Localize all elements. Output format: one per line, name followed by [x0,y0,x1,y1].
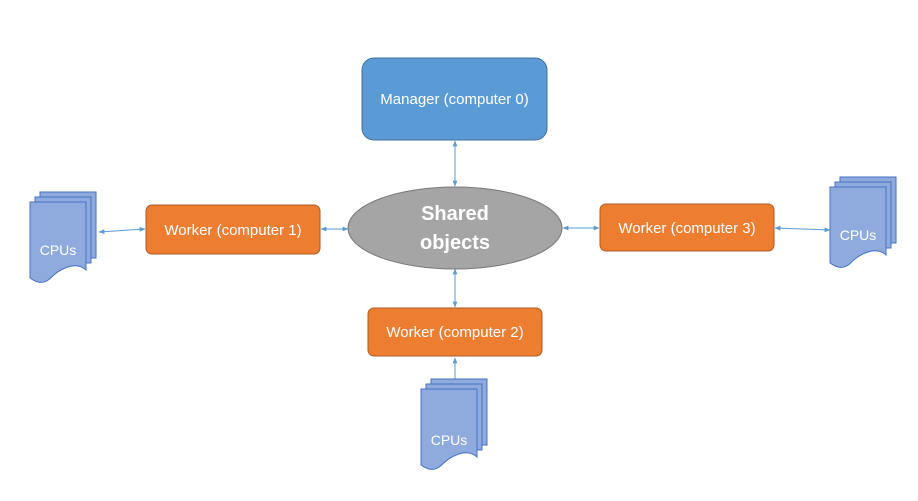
worker-2-node: Worker (computer 2) [367,307,543,357]
cpus-bottom-stack: CPUs [420,378,488,470]
cpu-page-front [420,388,478,470]
worker-2-label: Worker (computer 2) [386,324,523,341]
worker-1-box [145,204,321,255]
shared-objects-label-line2: objects [420,232,490,254]
shared-objects-label-line1: Shared [421,203,489,225]
shared-objects-node: Shared objects [347,186,563,270]
connector-cpus-left-worker1 [98,226,146,235]
cpu-page-front [29,201,87,283]
worker-3-label: Worker (computer 3) [618,220,755,237]
cpus-left-stack: CPUs [29,191,97,283]
worker-2-box [367,307,543,357]
manager-node: Manager (computer 0) [361,57,548,141]
worker-3-box [599,203,775,252]
worker-3-node: Worker (computer 3) [599,203,775,252]
worker-1-label: Worker (computer 1) [164,222,301,239]
shared-objects-ellipse [347,186,563,270]
cpu-page-front [829,186,887,268]
cpus-left-label: CPUs [40,242,77,258]
cpus-right-stack: CPUs [829,176,897,268]
cpus-right-label: CPUs [840,227,877,243]
worker-1-node: Worker (computer 1) [145,204,321,255]
connector-worker3-cpus-right [774,225,831,233]
manager-box [361,57,548,141]
cpus-bottom-label: CPUs [431,432,468,448]
manager-label: Manager (computer 0) [380,91,528,108]
